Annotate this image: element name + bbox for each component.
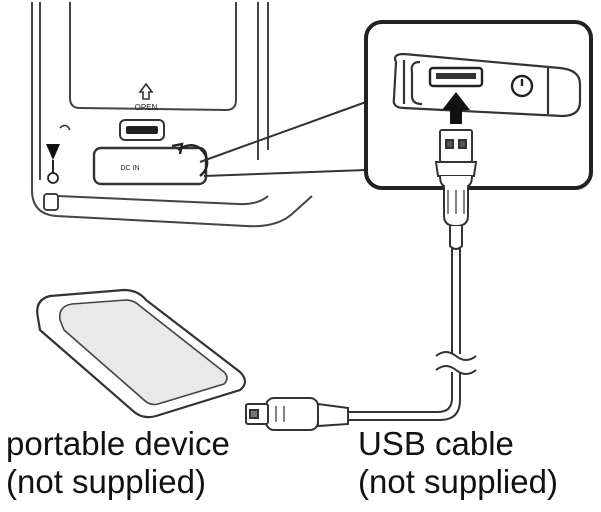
usb-cable-caption: USB cable (not supplied) xyxy=(358,425,558,501)
micro-usb-plug xyxy=(245,397,349,431)
side-jack-icon xyxy=(46,124,71,184)
zoom-callout-lines xyxy=(199,101,367,177)
portable-device-caption-line1: portable device xyxy=(6,425,230,462)
usb-cable-caption-line2: (not supplied) xyxy=(358,463,558,500)
open-cover-arrow-icon xyxy=(171,142,209,177)
power-button-icon xyxy=(510,74,534,98)
usb-a-plug xyxy=(434,129,478,250)
portable-device-caption-line2: (not supplied) xyxy=(6,463,206,500)
main-unit xyxy=(31,2,313,228)
dc-in-label: DC IN xyxy=(120,165,139,172)
open-arrow-icon xyxy=(138,82,154,100)
portable-device-caption: portable device (not supplied) xyxy=(6,425,230,501)
usb-port-icon xyxy=(428,66,484,88)
usb-cable-line xyxy=(348,248,477,421)
dc-in-cover xyxy=(92,146,208,186)
insert-arrow-icon xyxy=(442,92,470,124)
open-label: OPEN xyxy=(135,103,158,112)
portable-device-icon xyxy=(36,288,247,419)
open-latch xyxy=(119,119,165,141)
usb-cable-caption-line1: USB cable xyxy=(358,425,514,462)
